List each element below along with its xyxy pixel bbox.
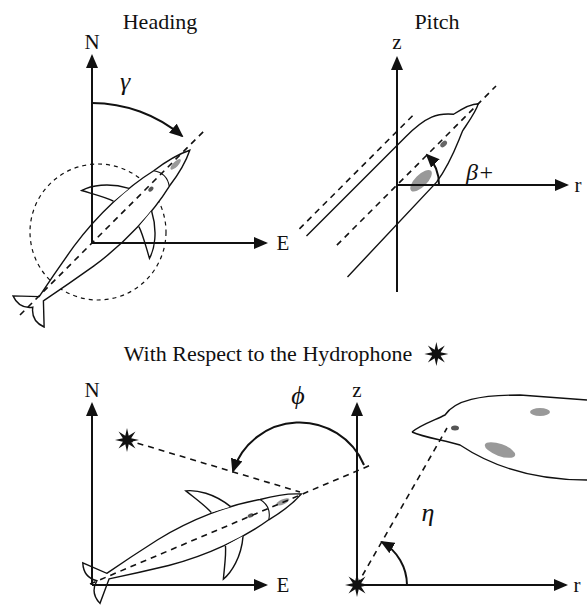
dolphin-head-outline xyxy=(412,432,587,480)
north-axis xyxy=(91,56,93,243)
angle-arc xyxy=(382,542,407,585)
angle-arc xyxy=(92,103,182,136)
hydrophone-symbol xyxy=(115,428,139,452)
axis-label: N xyxy=(84,32,99,53)
dolphin-head-outline xyxy=(412,395,587,432)
elevation-panel xyxy=(345,395,587,597)
heading-line xyxy=(20,130,205,315)
angle-symbol: β+ xyxy=(466,160,494,184)
axis-label: z xyxy=(392,32,401,53)
panel-title: Pitch xyxy=(414,11,459,33)
bearing-panel xyxy=(71,404,371,610)
axis-label: E xyxy=(277,575,290,596)
dolphin-side-view xyxy=(299,59,517,277)
north-axis xyxy=(91,404,93,585)
axis-label: r xyxy=(574,575,581,596)
angle-arc xyxy=(233,422,364,471)
east-axis xyxy=(92,242,266,244)
heading-panel xyxy=(0,56,266,346)
r-axis xyxy=(397,184,567,186)
heading-line xyxy=(90,465,371,584)
angle-symbol: γ xyxy=(120,69,130,95)
axis-label: N xyxy=(84,380,99,401)
angle-symbol: η xyxy=(422,500,435,526)
z-axis xyxy=(396,58,398,292)
axis-label: E xyxy=(277,233,290,254)
angle-symbol: ϕ xyxy=(291,383,304,409)
bearing-line xyxy=(127,440,300,492)
dolphin-top-view xyxy=(71,450,320,610)
dolphin-eye xyxy=(451,426,459,431)
angle-arc xyxy=(427,155,439,185)
east-axis xyxy=(92,584,266,586)
axis-label: z xyxy=(352,380,361,401)
hydrophone-symbol xyxy=(345,573,369,597)
elevation-line xyxy=(357,428,447,585)
section-title: With Respect to the Hydrophone xyxy=(124,343,413,365)
panel-title: Heading xyxy=(123,11,198,33)
r-axis xyxy=(357,584,566,586)
dolphin-top-view xyxy=(0,116,224,346)
z-axis xyxy=(356,404,358,585)
axis-label: r xyxy=(575,175,582,196)
dolphin-patch xyxy=(530,408,550,416)
dolphin-patch xyxy=(483,439,517,461)
hydrophone-symbol xyxy=(424,342,448,366)
pitch-panel xyxy=(299,58,567,292)
